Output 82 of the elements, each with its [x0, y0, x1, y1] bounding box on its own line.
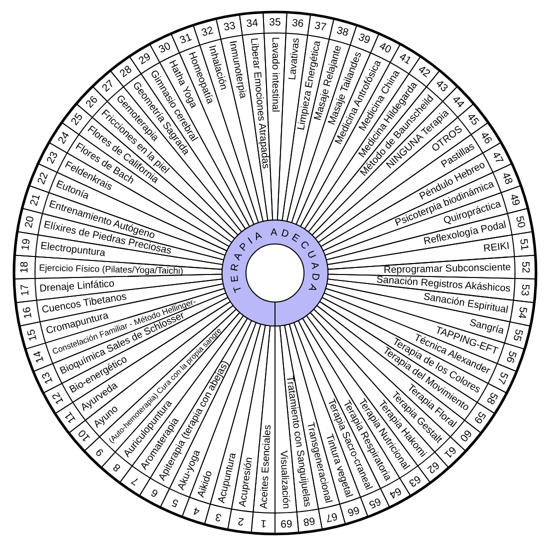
sector-number: 42 — [416, 63, 432, 80]
therapy-label: Sanación Espiritual — [422, 291, 509, 316]
sector-number: 48 — [499, 170, 515, 186]
sector-number: 61 — [442, 444, 458, 460]
sector-number: 40 — [377, 40, 394, 56]
sector-number: 53 — [518, 284, 532, 296]
sector-number: 6 — [149, 486, 160, 500]
sector-number: 65 — [367, 494, 383, 511]
sector-number: 30 — [156, 40, 173, 56]
sector-number: 68 — [302, 514, 316, 528]
sector-number: 2 — [237, 514, 245, 528]
sector-number: 44 — [450, 94, 466, 110]
sector-number: 27 — [100, 78, 117, 94]
sector-number: 28 — [118, 63, 134, 80]
therapy-label: Aikido — [196, 470, 215, 499]
sector-number: 52 — [519, 261, 532, 274]
sector-number: 60 — [457, 427, 474, 444]
sector-number: 14 — [31, 349, 47, 364]
therapy-label: Inmunoterpia — [226, 40, 248, 100]
sector-number: 36 — [291, 17, 304, 30]
sector-number: 66 — [346, 503, 361, 518]
sector-number: 29 — [136, 50, 153, 68]
therapy-label: Visualización — [278, 450, 292, 509]
sector-number: 23 — [44, 150, 61, 166]
sector-number: 46 — [478, 130, 494, 146]
sector-number: 59 — [471, 409, 488, 426]
therapy-label: REIKI — [482, 240, 510, 255]
therapy-label: Lavativas — [287, 37, 302, 81]
sector-number: 26 — [84, 94, 100, 110]
therapy-label: Acupresión — [237, 456, 256, 508]
sector-number: 8 — [110, 460, 123, 474]
sector-number: 62 — [424, 458, 442, 476]
sector-number: 39 — [356, 31, 372, 47]
sector-number: 31 — [178, 31, 194, 47]
sector-number: 15 — [25, 328, 40, 342]
sector-number: 33 — [222, 20, 236, 34]
sector-number: 45 — [464, 111, 482, 128]
sector-number: 34 — [246, 17, 259, 30]
sector-number: 3 — [214, 510, 223, 524]
therapy-label: Reprogramar Subconsciente — [384, 262, 512, 276]
sector-number: 58 — [484, 390, 500, 406]
sector-number: 56 — [503, 349, 519, 364]
sector-number: 21 — [28, 192, 43, 208]
sector-number: 19 — [20, 238, 33, 252]
sector-number: 54 — [515, 306, 530, 320]
sector-number: 18 — [18, 261, 31, 274]
sector-number: 1 — [260, 517, 267, 530]
sector-number: 9 — [94, 446, 106, 458]
therapy-label: Lavado intestinal — [270, 37, 280, 112]
therapy-label: Liberar Emociones Atrapadas — [248, 37, 271, 170]
sector-number: 67 — [324, 510, 339, 524]
sector-number: 16 — [20, 306, 35, 320]
sector-number: 37 — [314, 20, 328, 34]
sector-number: 49 — [507, 192, 522, 208]
sector-number: 51 — [517, 238, 530, 252]
sector-number: 41 — [397, 50, 414, 68]
sector-number: 63 — [406, 472, 423, 490]
therapy-label: Ejercicio Físico (Pilates/Yoga/Taichi) — [38, 262, 184, 276]
sector-number: 38 — [335, 24, 350, 40]
sector-number: 24 — [56, 130, 72, 146]
therapy-label: Aceites Esenciales — [258, 424, 274, 509]
sector-number: 69 — [280, 516, 292, 530]
sector-number: 32 — [200, 24, 215, 40]
sector-number: 10 — [76, 427, 93, 444]
sector-number: 25 — [68, 111, 86, 128]
sector-number: 12 — [50, 390, 66, 406]
sector-number: 4 — [192, 504, 202, 518]
sector-number: 57 — [494, 370, 510, 386]
sector-number: 43 — [433, 78, 450, 94]
sector-number: 20 — [22, 215, 37, 229]
sector-number: 13 — [40, 370, 56, 386]
sector-number: 50 — [513, 215, 528, 229]
sector-number: 35 — [269, 16, 281, 28]
sector-number: 22 — [35, 170, 51, 186]
sector-number: 47 — [489, 150, 506, 166]
sector-number: 55 — [510, 328, 525, 342]
sector-number: 11 — [62, 410, 78, 426]
sector-number: 5 — [170, 496, 180, 510]
sector-number: 64 — [387, 484, 404, 501]
therapy-label: Drenaje Linfático — [39, 278, 115, 295]
sector-number: 17 — [18, 284, 32, 296]
sector-number: 7 — [129, 474, 141, 488]
